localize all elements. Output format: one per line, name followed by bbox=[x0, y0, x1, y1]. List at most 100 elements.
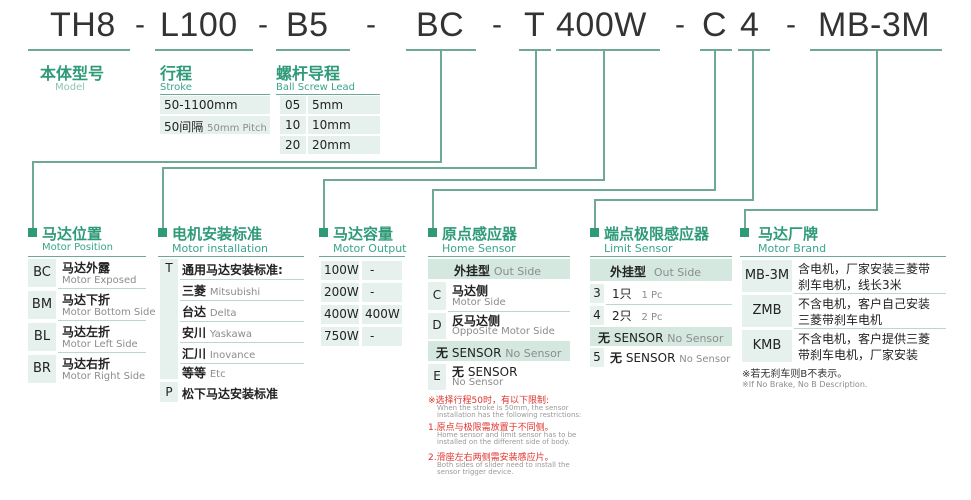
code-dash-1: - bbox=[135, 8, 145, 41]
stroke-title: 行程 bbox=[160, 64, 193, 83]
home-sensor-cn-c: 马达侧 bbox=[452, 284, 489, 298]
home-sensor-e-label: 无 SENSOR bbox=[452, 365, 518, 379]
note-stroke-50-en-1: When the stroke is 50mm, the sensor bbox=[437, 404, 569, 412]
motor-position-en-br: Motor Right Side bbox=[62, 371, 146, 382]
lead-code-10: 10 bbox=[280, 116, 306, 134]
note-stroke-50-en-2: installation has the following restricti… bbox=[437, 411, 582, 419]
home-sensor-outside-row: 外挂型 Out Side bbox=[428, 259, 570, 279]
home-sensor-cn-d: 反马达侧 bbox=[452, 314, 501, 328]
home-sensor-en-c: Motor Side bbox=[452, 297, 506, 308]
motor-output-value-100w: - bbox=[362, 261, 402, 280]
motor-position-code-bm: BM bbox=[28, 291, 56, 319]
lead-title: 螺杆导程 bbox=[276, 64, 341, 83]
motor-install-p-label: 松下马达安装标准 bbox=[182, 387, 279, 401]
home-sensor-sub: Home Sensor bbox=[442, 242, 516, 255]
code-l100: L100 bbox=[160, 6, 238, 44]
motor-output-title: 马达容量 bbox=[333, 225, 394, 243]
motor-brand-code-kmb: KMB bbox=[742, 330, 792, 362]
motor-output-value-400w: 400W bbox=[362, 305, 402, 324]
motor-install-item-etc: 等等 Etc bbox=[182, 366, 226, 380]
motor-output-code-400w: 400W bbox=[321, 305, 359, 324]
home-sensor-none-row: 无 SENSOR No Sensor bbox=[428, 341, 570, 361]
code-400w: 400W bbox=[556, 6, 647, 44]
limit-sensor-code-5: 5 bbox=[590, 348, 604, 367]
motor-position-cn-bc: 马达外露 bbox=[62, 261, 111, 275]
lead-value-5mm: 5mm bbox=[308, 96, 380, 114]
motor-brand-desc-kmb-2: 带刹车电机，厂家安装 bbox=[798, 348, 919, 362]
note-home-limit: 1.原点与极限需放置于不同侧。 bbox=[428, 423, 554, 433]
note-stroke-50: ※选择行程50时，有以下限制: bbox=[428, 396, 550, 406]
code-dash-6: - bbox=[786, 8, 796, 41]
code-mb3m: MB-3M bbox=[818, 6, 931, 44]
model-title: 本体型号 bbox=[40, 64, 105, 83]
motor-output-code-200w: 200W bbox=[321, 283, 359, 302]
motor-brand-desc-mb3m-2: 刹车电机，线长3米 bbox=[798, 278, 902, 292]
limit-sensor-code-3: 3 bbox=[590, 284, 604, 303]
limit-sensor-row-4: 2只 2 Pc bbox=[612, 309, 663, 323]
note-home-limit-en-1: Home sensor and limit sensor has to be bbox=[437, 431, 577, 439]
code-bc: BC bbox=[416, 6, 465, 44]
motor-brand-code-mb3m: MB-3M bbox=[742, 260, 792, 292]
motor-brand-desc-mb3m-1: 含电机，厂家安装三菱带 bbox=[798, 262, 931, 276]
motor-brand-title: 马达厂牌 bbox=[758, 225, 819, 243]
motor-position-cn-bl: 马达左折 bbox=[62, 325, 111, 339]
limit-sensor-none-row: 无 SENSOR No Sensor bbox=[590, 327, 732, 346]
home-sensor-code-c: C bbox=[428, 282, 446, 310]
motor-install-code-t: T bbox=[160, 259, 178, 379]
code-4: 4 bbox=[740, 6, 760, 44]
code-dash-5: - bbox=[675, 8, 685, 41]
lead-sub: Ball Screw Lead bbox=[276, 82, 355, 93]
code-dash-4: - bbox=[492, 8, 502, 41]
note-home-limit-en-2: installed on the different side of body. bbox=[437, 438, 570, 446]
motor-brand-desc-zmb-1: 不含电机，客户自己安装 bbox=[798, 297, 931, 311]
motor-position-en-bc: Motor Exposed bbox=[62, 275, 137, 286]
motor-install-sub: Motor installation bbox=[172, 242, 269, 255]
home-sensor-title: 原点感应器 bbox=[442, 225, 518, 243]
motor-brand-desc-zmb-2: 三菱带刹车电机 bbox=[798, 313, 883, 327]
motor-position-en-bl: Motor Left Side bbox=[62, 339, 138, 350]
limit-sensor-outside-row: 外挂型 Out Side bbox=[590, 259, 732, 281]
motor-output-value-750w: - bbox=[362, 327, 402, 346]
motor-brand-note-cn: ※若无刹车则B不表示。 bbox=[742, 369, 848, 380]
motor-position-code-br: BR bbox=[28, 355, 56, 383]
limit-sensor-sub: Limit Sensor bbox=[604, 242, 673, 255]
lead-code-05: 05 bbox=[280, 96, 306, 114]
motor-install-item-mitsubishi: 三菱 Mitsubishi bbox=[182, 284, 261, 298]
motor-output-value-200w: - bbox=[362, 283, 402, 302]
home-sensor-e-en: No Sensor bbox=[452, 377, 504, 388]
motor-install-item-delta: 台达 Delta bbox=[182, 305, 237, 319]
motor-brand-code-zmb: ZMB bbox=[742, 295, 792, 327]
stroke-interval-cn: 50间隔 bbox=[164, 120, 204, 134]
motor-position-title: 马达位置 bbox=[42, 225, 103, 243]
lead-value-10mm: 10mm bbox=[308, 116, 380, 134]
limit-sensor-row-5: 无 SENSOR No Sensor bbox=[610, 351, 731, 365]
home-sensor-code-e: E bbox=[428, 364, 446, 390]
motor-position-code-bl: BL bbox=[28, 323, 56, 351]
motor-install-title: 电机安装标准 bbox=[172, 225, 263, 243]
stroke-range: 50-1100mm bbox=[160, 96, 270, 114]
motor-output-sub: Motor Output bbox=[333, 242, 407, 255]
note-trigger: 2.滑座左右两侧需安装感应片。 bbox=[428, 453, 554, 463]
limit-sensor-row-3: 1只 1 Pc bbox=[612, 287, 663, 301]
motor-position-cn-br: 马达右折 bbox=[62, 357, 111, 371]
motor-install-t-label: 通用马达安装标准: bbox=[182, 263, 283, 277]
motor-position-sub: Motor Position bbox=[42, 242, 114, 253]
lead-value-20mm: 20mm bbox=[308, 136, 380, 154]
motor-install-item-inovance: 汇川 Inovance bbox=[182, 347, 256, 361]
model-sub: Model bbox=[55, 82, 86, 93]
motor-install-item-yaskawa: 安川 Yaskawa bbox=[182, 326, 252, 340]
motor-brand-desc-kmb-1: 不含电机，客户提供三菱 bbox=[798, 332, 931, 346]
code-c: C bbox=[702, 6, 728, 44]
motor-install-code-p: P bbox=[160, 382, 178, 402]
motor-position-cn-bm: 马达下折 bbox=[62, 293, 111, 307]
code-th8: TH8 bbox=[50, 6, 116, 44]
note-trigger-en-1: Both sides of slider need to install the bbox=[437, 461, 570, 469]
stroke-interval: 50间隔 50mm Pitch bbox=[160, 116, 270, 134]
code-dash-3: - bbox=[366, 8, 376, 41]
lead-code-20: 20 bbox=[280, 136, 306, 154]
stroke-interval-en: 50mm Pitch bbox=[207, 123, 267, 134]
motor-brand-sub: Motor Brand bbox=[758, 242, 827, 255]
motor-output-code-100w: 100W bbox=[321, 261, 359, 280]
motor-brand-note-en: ※If No Brake, No B Description. bbox=[742, 380, 868, 389]
motor-position-en-bm: Motor Bottom Side bbox=[62, 307, 156, 318]
